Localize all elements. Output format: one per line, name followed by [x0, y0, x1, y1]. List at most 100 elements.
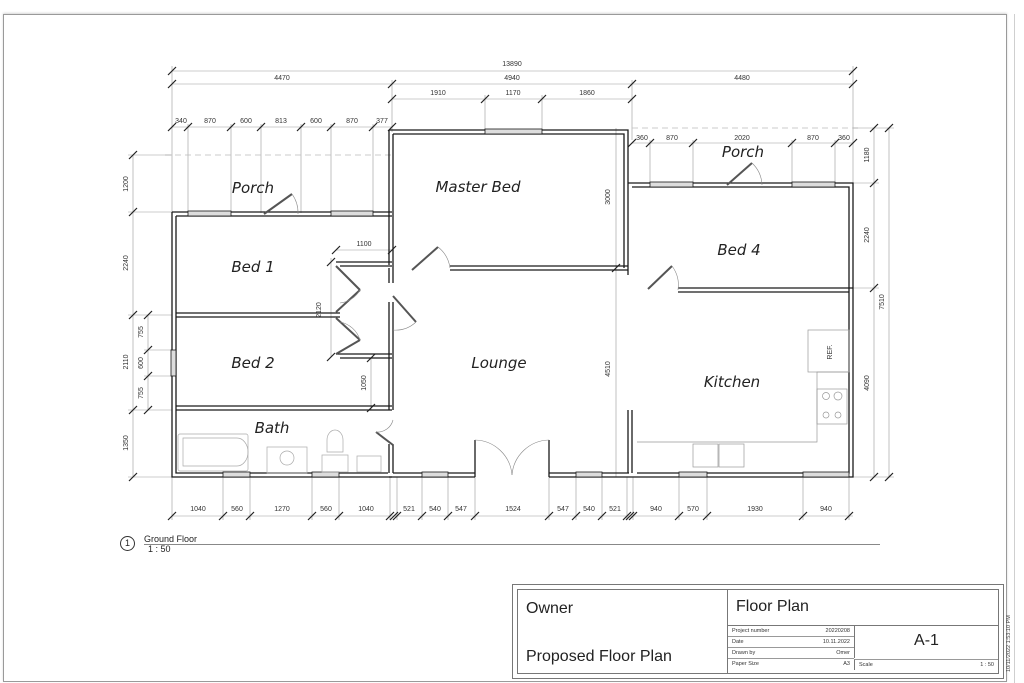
dim-label: 1050 — [361, 375, 368, 391]
sheet-number: A-1 — [914, 632, 939, 649]
dim-label: 4480 — [734, 75, 750, 82]
dim-label: 2120 — [316, 302, 323, 318]
sink-left — [692, 443, 719, 468]
dim-label: 940 — [650, 506, 662, 513]
dim-label: 540 — [429, 506, 441, 513]
field-value: Omer — [836, 650, 850, 656]
doors — [263, 162, 753, 446]
room-label-kitchen: Kitchen — [704, 373, 760, 391]
dim-label: 560 — [231, 506, 243, 513]
field-key: Drawn by — [732, 650, 756, 656]
dim-label: 2240 — [864, 227, 871, 243]
refrigerator-label: REF. — [827, 344, 834, 359]
dim-label: 2110 — [123, 354, 130, 369]
dim-label: 755 — [138, 387, 145, 399]
dim-label: 360 — [636, 135, 648, 142]
dim-label: 600 — [240, 118, 252, 125]
field-project-number: Project number 20220208 — [728, 626, 854, 637]
dim-label: 377 — [376, 118, 388, 125]
field-drawn-by: Drawn by Omer — [728, 648, 854, 659]
room-label-porch-left: Porch — [232, 179, 274, 197]
dim-label: 2020 — [734, 135, 750, 142]
dim-label: 1180 — [864, 147, 871, 162]
dim-label: 755 — [138, 326, 145, 338]
dim-label: 1910 — [430, 90, 446, 97]
field-key: Scale — [859, 662, 873, 668]
field-value: 20220208 — [825, 628, 850, 634]
dim-label: 940 — [820, 506, 832, 513]
dim-label: 540 — [583, 506, 595, 513]
room-label-bed-4: Bed 4 — [717, 241, 760, 259]
project-name: Proposed Floor Plan — [526, 648, 672, 665]
room-label-bath: Bath — [255, 419, 290, 437]
dim-label: 1170 — [505, 90, 520, 97]
room-label-master-bed: Master Bed — [435, 178, 521, 196]
dim-label: 1350 — [123, 435, 130, 451]
bathtub — [177, 433, 249, 472]
dim-label: 340 — [175, 118, 187, 125]
windows — [170, 128, 850, 478]
dim-label: 521 — [609, 506, 621, 513]
field-key: Paper Size — [732, 661, 759, 667]
top-dimensions — [171, 66, 854, 215]
dim-label: 1930 — [747, 506, 763, 513]
dim-label: 1860 — [579, 90, 595, 97]
field-scale: Scale 1 : 50 — [854, 659, 998, 670]
left-dimension-ticks — [128, 150, 153, 482]
title-block: Owner Proposed Floor Plan Floor Plan Pro… — [512, 584, 1004, 679]
dim-label: 521 — [403, 506, 415, 513]
dim-label: 600 — [138, 357, 145, 369]
left-dimensions — [128, 154, 172, 478]
dim-label: 547 — [455, 506, 467, 513]
view-number-bubble: 1 — [120, 536, 135, 551]
field-paper-size: Paper Size A3 — [728, 659, 854, 669]
dim-label: 560 — [320, 506, 332, 513]
dim-label: 1100 — [356, 241, 371, 248]
bath-fixtures — [177, 429, 382, 474]
dim-label: 600 — [310, 118, 322, 125]
view-scale: 1 : 50 — [148, 544, 171, 554]
dim-label: 813 — [275, 118, 287, 125]
sheet-number-cell: A-1 — [854, 626, 998, 658]
dim-label: 870 — [666, 135, 678, 142]
dim-label: 4940 — [504, 75, 520, 82]
room-label-bed-1: Bed 1 — [231, 258, 274, 276]
dim-label: 2240 — [123, 255, 130, 271]
dim-label: 4470 — [274, 75, 290, 82]
dim-label: 547 — [557, 506, 569, 513]
room-label-porch-right: Porch — [722, 143, 764, 161]
dim-label: 1270 — [274, 506, 290, 513]
field-value: A3 — [843, 661, 850, 667]
field-date: Date 10.11.2022 — [728, 637, 854, 648]
sheet-name: Floor Plan — [736, 598, 809, 615]
room-label-bed-2: Bed 2 — [231, 354, 274, 372]
dim-overall-width: 13890 — [502, 61, 522, 68]
refrigerator — [807, 329, 850, 373]
dim-label: 570 — [687, 506, 699, 513]
dim-label: 3000 — [605, 189, 612, 205]
field-key: Project number — [732, 628, 770, 634]
dim-label: 870 — [346, 118, 358, 125]
porch-roof-outline — [165, 127, 860, 156]
field-value: 10.11.2022 — [822, 639, 850, 645]
dim-label: 870 — [204, 118, 216, 125]
vanity — [266, 446, 308, 474]
field-value: 1 : 50 — [980, 662, 994, 668]
dim-label: 1040 — [190, 506, 206, 513]
door-swings — [291, 162, 763, 476]
walls — [171, 129, 854, 478]
view-title-underline — [144, 544, 880, 545]
bottom-dimensions — [171, 477, 853, 520]
sheet-edge-strip — [1014, 14, 1024, 683]
dim-label: 870 — [807, 135, 819, 142]
room-label-lounge: Lounge — [471, 354, 526, 372]
kitchen-fixtures — [637, 329, 850, 468]
owner-label: Owner — [526, 600, 574, 617]
dim-label: 1200 — [123, 176, 130, 192]
stove — [816, 388, 848, 425]
toilet — [326, 429, 344, 453]
dim-label: 1524 — [505, 506, 521, 513]
dim-label: 360 — [838, 135, 850, 142]
right-dimensions — [853, 127, 894, 478]
